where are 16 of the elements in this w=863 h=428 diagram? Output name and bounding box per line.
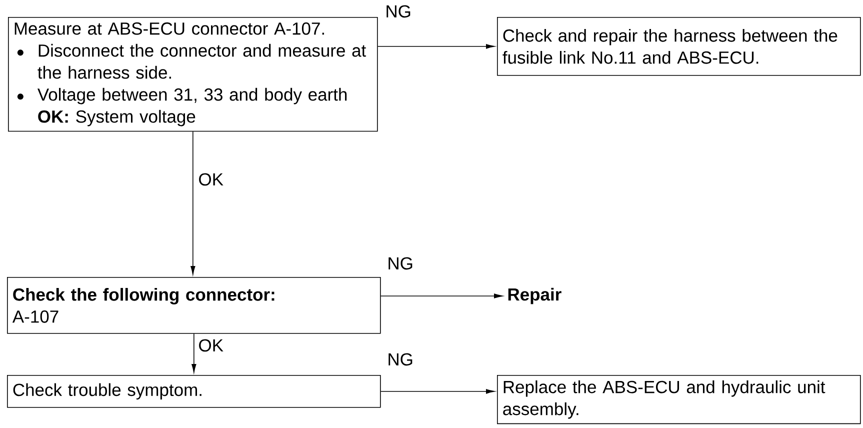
- edge-label: OK: [197, 338, 224, 353]
- edge-label: NG: [386, 352, 414, 367]
- arrow: [190, 131, 196, 275]
- arrow: [380, 389, 495, 394]
- arrow: [380, 294, 503, 298]
- arrow: [192, 333, 196, 373]
- action-text: Repair: [508, 288, 562, 304]
- edge-label: OK: [197, 172, 224, 187]
- process-box: Check the following connector: A-107: [7, 276, 381, 334]
- process-box: Replace the ABS-ECU and hydraulic unit assembly.: [497, 374, 861, 424]
- process-box: Check and repair the harness between the fusible link No.11 and ABS-ECU.: [497, 17, 861, 76]
- process-box: Check trouble symptom.: [7, 374, 381, 408]
- edge-label: NG: [384, 4, 412, 19]
- arrow: [377, 44, 495, 49]
- process-box: Measure at ABS-ECU connector A-107. Disconnect the connector and measure at the harness side. Voltage between 31, 33 and body earth OK: System voltage: [8, 17, 378, 132]
- edge-label: NG: [386, 256, 414, 271]
